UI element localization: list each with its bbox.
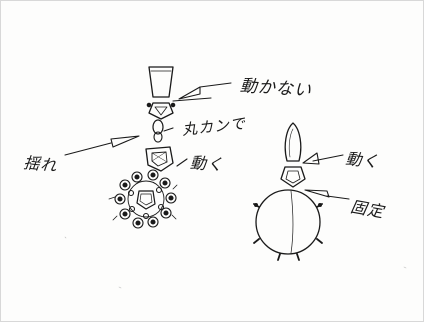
left-mid-setting xyxy=(145,146,174,172)
left-flower-cluster xyxy=(108,169,178,229)
arrow-swing xyxy=(64,135,140,156)
right-setting xyxy=(280,166,306,188)
label-moves-right: 動く xyxy=(344,148,381,172)
arrow-moves-right xyxy=(302,152,344,165)
label-swing: 揺れ xyxy=(22,152,59,176)
arrow-moves-left xyxy=(163,127,188,167)
left-top-setting xyxy=(148,102,174,120)
arrow-fixed xyxy=(304,189,350,200)
arrow-fixed-bail xyxy=(172,82,232,102)
right-pendant xyxy=(253,122,323,261)
left-pendant xyxy=(108,66,178,229)
left-bail xyxy=(148,66,174,98)
paper-specks xyxy=(64,236,407,289)
left-jump-ring xyxy=(152,119,164,135)
right-round-stone xyxy=(255,189,321,255)
label-moves-left: 動く xyxy=(189,152,225,175)
label-fixed-bail: 動かない xyxy=(239,75,313,101)
right-bail xyxy=(284,122,302,162)
